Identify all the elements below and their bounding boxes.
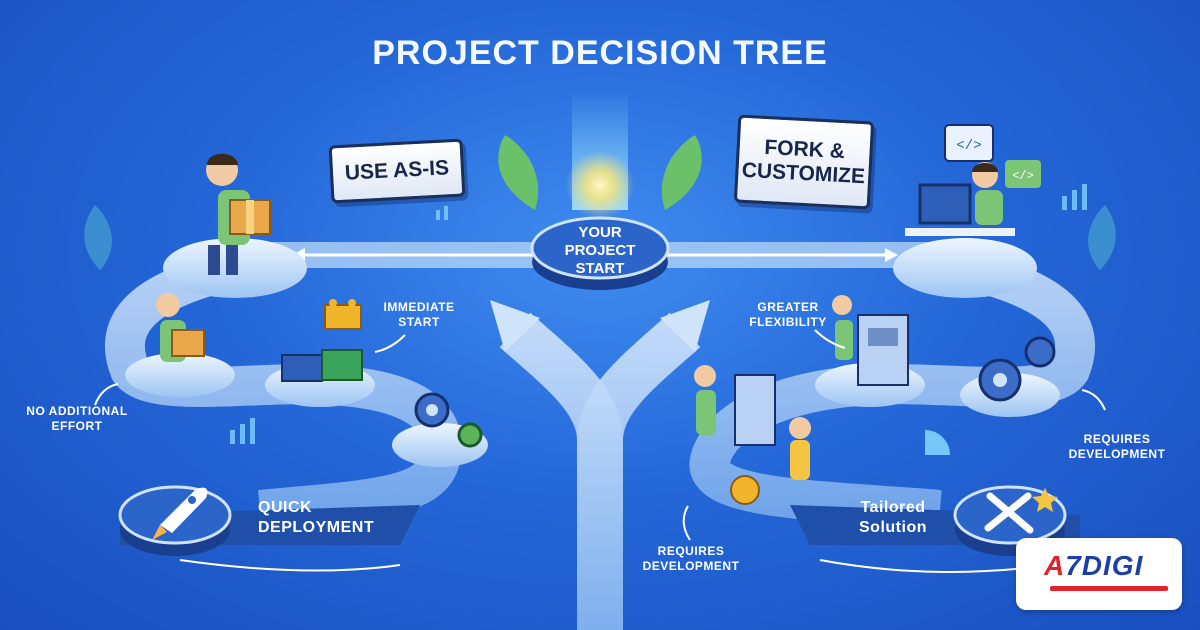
- sign-fork-line2: CUSTOMIZE: [741, 158, 866, 189]
- quick-deployment-line1: QUICK: [258, 499, 313, 516]
- gear-icon: [414, 392, 483, 448]
- label-requires-development-bottom: REQUIRES DEVELOPMENT: [636, 544, 746, 574]
- person-with-box-small: [156, 293, 205, 362]
- developer-at-desk: [905, 162, 1015, 236]
- center-line3: START: [575, 260, 625, 277]
- req-dev-bottom-line2: DEVELOPMENT: [642, 559, 740, 573]
- label-quick-deployment: QUICK DEPLOYMENT: [258, 498, 398, 538]
- code-icon: </> </>: [944, 124, 1041, 188]
- logo-letters-rest: 7DIGI: [1065, 550, 1144, 581]
- label-no-additional-effort: NO ADDITIONAL EFFORT: [22, 404, 132, 434]
- label-requires-development-right: REQUIRES DEVELOPMENT: [1062, 432, 1172, 462]
- tailored-line1: Tailored: [860, 499, 926, 516]
- workers-with-gears: [694, 365, 811, 505]
- flexibility-line1: GREATER: [757, 300, 819, 314]
- logo-underline: [1050, 586, 1168, 591]
- quick-deployment-line2: DEPLOYMENT: [258, 519, 375, 536]
- center-platform: [530, 216, 670, 290]
- decor-pie: [925, 430, 950, 455]
- immediate-start-line1: IMMEDIATE: [383, 300, 455, 314]
- decor-bars: [230, 184, 1087, 444]
- logo-letter-a: A: [1044, 550, 1066, 581]
- req-dev-bottom-line1: REQUIRES: [657, 544, 725, 558]
- lego-blocks-icon: [281, 299, 363, 382]
- machine-icon: [832, 295, 909, 386]
- rocket-icon: [152, 487, 208, 540]
- flexibility-line2: FLEXIBILITY: [749, 315, 827, 329]
- tailored-line2: Solution: [859, 519, 927, 536]
- fork-arrow-right: [577, 312, 701, 630]
- box-icon: [229, 199, 271, 235]
- label-immediate-start: IMMEDIATE START: [374, 300, 464, 330]
- tools-icon: [984, 488, 1058, 534]
- center-line1: YOUR: [578, 224, 622, 241]
- center-node-label: YOUR PROJECT START: [548, 224, 652, 278]
- center-line2: PROJECT: [564, 242, 636, 259]
- leaf-icon: [84, 135, 1116, 270]
- glow-icon: [566, 151, 634, 219]
- req-dev-right-line2: DEVELOPMENT: [1068, 447, 1166, 461]
- no-effort-line2: EFFORT: [51, 419, 103, 433]
- immediate-start-line2: START: [398, 315, 440, 329]
- logo-text: A7DIGI: [1044, 550, 1143, 582]
- label-greater-flexibility: GREATER FLEXIBILITY: [740, 300, 836, 330]
- svg-text:</>: </>: [1012, 169, 1034, 183]
- no-effort-line1: NO ADDITIONAL: [26, 404, 128, 418]
- page-title: PROJECT DECISION TREE: [372, 34, 828, 72]
- sign-fork-customize: FORK & CUSTOMIZE: [733, 114, 875, 210]
- req-dev-right-line1: REQUIRES: [1083, 432, 1151, 446]
- sign-use-as-is: USE AS-IS: [328, 138, 466, 204]
- svg-text:</>: </>: [956, 138, 981, 154]
- label-tailored-solution: Tailored Solution: [838, 498, 948, 538]
- gear-icon: [978, 336, 1056, 402]
- brand-logo: A7DIGI: [1016, 538, 1182, 610]
